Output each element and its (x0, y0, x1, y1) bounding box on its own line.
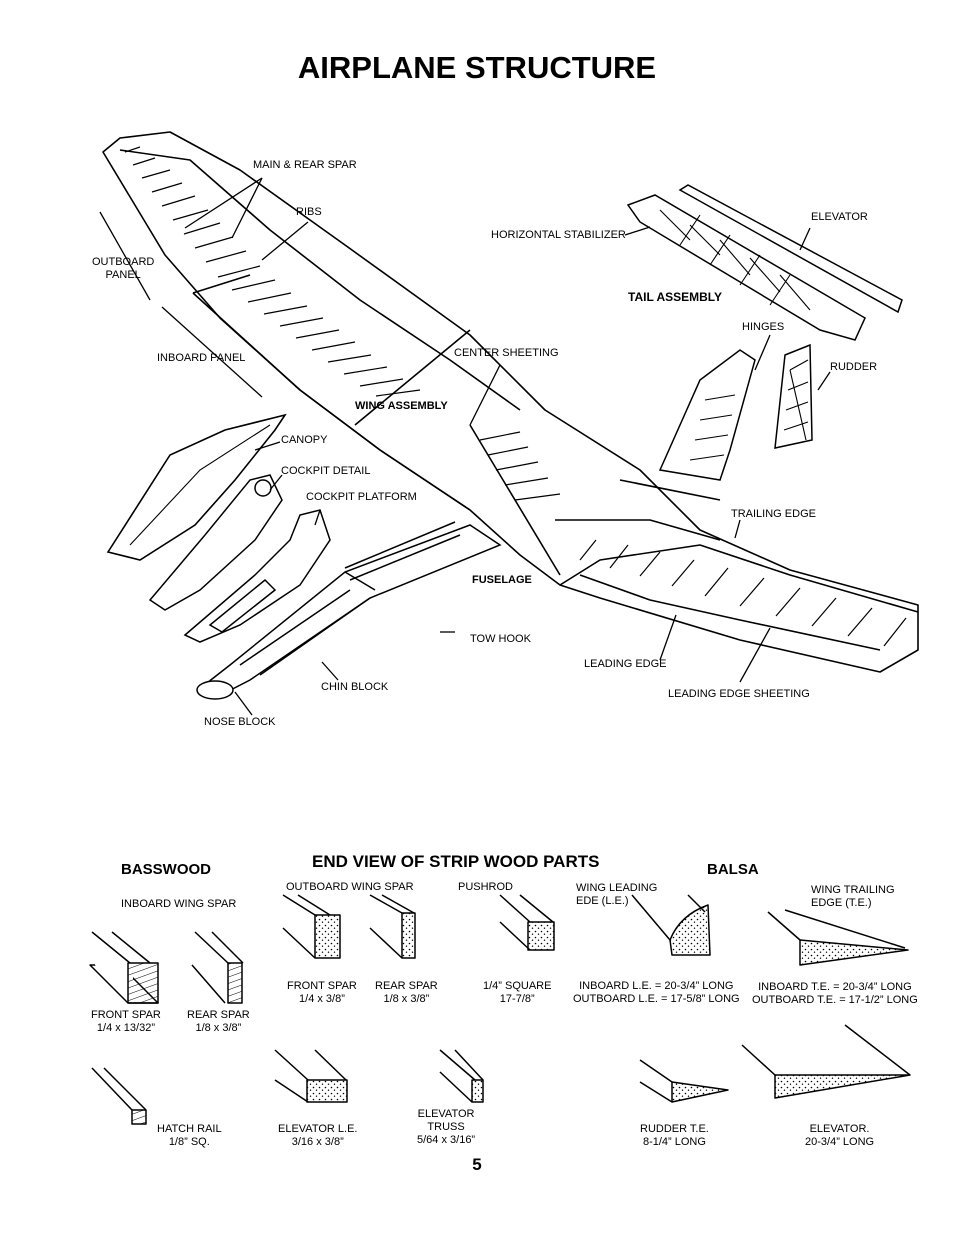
label-bass-rear-spar: REAR SPAR 1/8 x 3/8” (187, 1009, 250, 1034)
leader-lines (99, 177, 831, 716)
label-outboard-front-spar: FRONT SPAR 1/4 x 3/8” (287, 980, 357, 1005)
balsa-header: BALSA (707, 861, 759, 878)
label-pushrod: PUSHROD (458, 881, 514, 893)
label-inboard-wing-spar: INBOARD WING SPAR (121, 898, 237, 910)
wing-assembly-drawing (102, 131, 919, 673)
label-outboard-rear-spar: REAR SPAR 1/8 x 3/8” (375, 980, 438, 1005)
label-center-sheeting: CENTER SHEETING (454, 347, 559, 359)
strip-parts-title: END VIEW OF STRIP WOOD PARTS (312, 852, 600, 871)
label-leading-edge: LEADING EDGE (584, 658, 667, 670)
wing-ribs-right (479, 431, 907, 647)
label-elevator-le: ELEVATOR L.E. 3/16 x 3/8” (278, 1123, 358, 1148)
label-rudder: RUDDER (830, 361, 878, 373)
label-pushrod-square: 1/4” SQUARE 17-7/8” (483, 980, 552, 1005)
label-hinges: HINGES (742, 321, 785, 333)
label-outboard-wing-spar: OUTBOARD WING SPAR (286, 881, 414, 893)
fuselage-drawing (196, 521, 502, 700)
canopy-drawing (106, 413, 287, 561)
page-number: 5 (472, 1155, 482, 1174)
label-elevator: ELEVATOR (811, 211, 868, 223)
label-wing-leading-edge: WING LEADING EDE (L.E.) (576, 882, 658, 907)
label-elevator-truss: ELEVATOR TRUSS 5/64 x 3/16” (417, 1108, 476, 1146)
label-elevator-long: ELEVATOR. 20-3/4” LONG (805, 1123, 875, 1148)
label-le-lengths: INBOARD L.E. = 20-3/4” LONG OUTBOARD L.E… (573, 980, 740, 1005)
label-wing-assembly: WING ASSEMBLY (355, 400, 448, 412)
strip-end-views (89, 894, 911, 1125)
basswood-header: BASSWOOD (121, 861, 211, 878)
elevator-drawing (678, 184, 903, 314)
label-bass-front-spar: FRONT SPAR 1/4 x 13/32” (91, 1009, 161, 1034)
label-cockpit-detail: COCKPIT DETAIL (281, 465, 371, 477)
label-leading-edge-sheeting: LEADING EDGE SHEETING (668, 688, 810, 700)
label-horizontal-stabilizer: HORIZONTAL STABILIZER (491, 229, 626, 241)
label-main-rear-spar: MAIN & REAR SPAR (253, 159, 357, 171)
label-tow-hook: TOW HOOK (470, 633, 531, 645)
wing-ribs-left (124, 146, 421, 397)
fin-rudder-drawing (658, 343, 813, 481)
label-outboard-panel: OUTBOARD PANEL (92, 256, 155, 281)
label-inboard-panel: INBOARD PANEL (157, 352, 246, 364)
label-fuselage: FUSELAGE (472, 574, 532, 586)
label-trailing-edge: TRAILING EDGE (731, 508, 816, 520)
label-cockpit-platform: COCKPIT PLATFORM (306, 491, 417, 503)
label-rudder-te: RUDDER T.E. 8-1/4” LONG (640, 1123, 709, 1148)
label-hatch-rail: HATCH RAIL 1/8” SQ. (157, 1123, 222, 1148)
horizontal-stabilizer-drawing (626, 194, 866, 341)
label-tail-assembly: TAIL ASSEMBLY (628, 290, 723, 304)
label-nose-block: NOSE BLOCK (204, 716, 276, 728)
label-canopy: CANOPY (281, 434, 328, 446)
label-ribs: RIBS (296, 206, 322, 218)
page-title: AIRPLANE STRUCTURE (297, 50, 657, 85)
label-te-lengths: INBOARD T.E. = 20-3/4” LONG OUTBOARD T.E… (752, 981, 918, 1006)
label-chin-block: CHIN BLOCK (321, 681, 389, 693)
cockpit-platform-drawing (183, 509, 331, 643)
label-wing-trailing-edge: WING TRAILING EDGE (T.E.) (811, 884, 895, 909)
